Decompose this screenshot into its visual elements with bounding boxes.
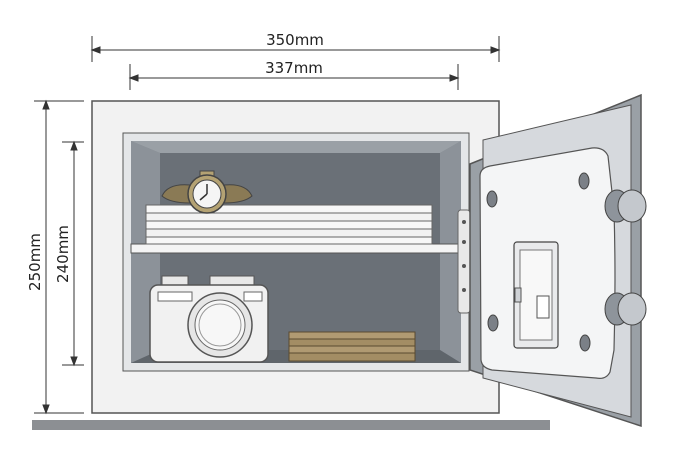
floor-shadow [32,420,550,430]
knob-icon [604,189,647,326]
dimension-lines [34,36,501,415]
camera-icon [149,275,269,363]
bolt-icon [486,172,591,352]
hinge-icon [457,209,471,314]
watch-icon [161,170,253,214]
outer-height-label: 250mm [26,233,44,291]
stacked-cash-icon [288,331,416,362]
keypad-icon [513,241,559,349]
inner-height-label: 240mm [54,225,72,283]
stacked-papers-icon [145,204,433,245]
shelf [130,243,462,254]
inner-width-label: 337mm [265,59,323,77]
outer-width-label: 350mm [266,31,324,49]
interior-top-wall [131,141,461,153]
